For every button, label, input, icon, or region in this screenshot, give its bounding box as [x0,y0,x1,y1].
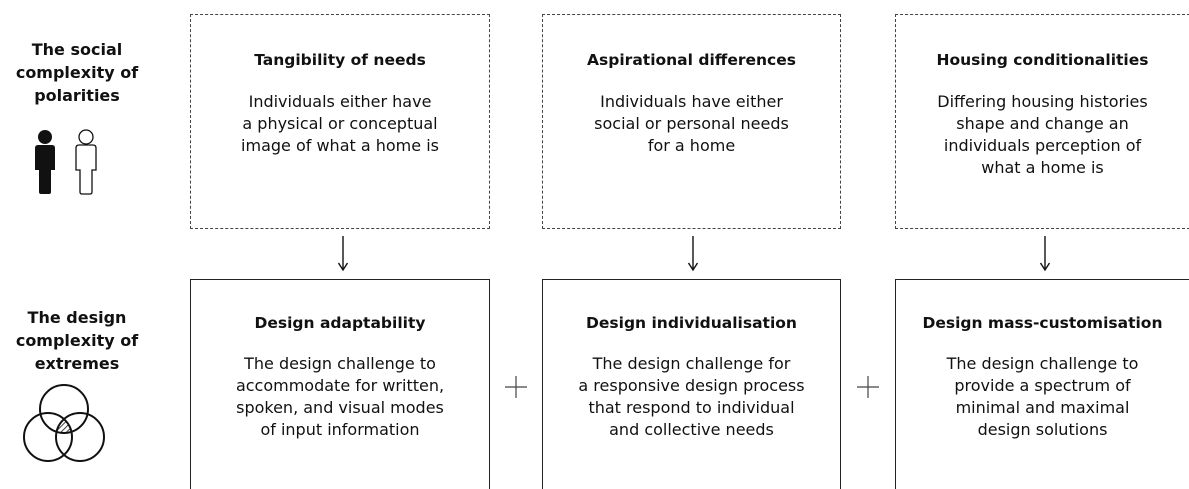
box-body: Differing housing histories shape and ch… [937,92,1148,177]
box-design-individualisation: Design individualisation The design chal… [542,279,841,489]
box-body: Individuals either have a physical or co… [241,92,439,155]
down-arrow-icon [337,236,349,272]
plus-icon [505,376,527,398]
box-body: The design challenge to accommodate for … [235,354,445,439]
row-label-design-complexity: The design complexity of extremes [15,308,139,373]
down-arrow-icon [687,236,699,272]
venn-diagram-icon [23,384,105,462]
box-design-mass-customisation: Design mass-customisation The design cha… [895,279,1189,489]
box-body: The design challenge to provide a spectr… [946,354,1139,439]
row-label-social-complexity: The social complexity of polarities [15,40,139,105]
down-arrow-icon [1039,236,1051,272]
box-title: Housing conditionalities [936,51,1149,69]
plus-icon [857,376,879,398]
box-design-adaptability: Design adaptability The design challenge… [190,279,490,489]
person-polarity-icon [35,129,97,195]
box-title: Design mass-customisation [922,314,1163,332]
box-aspirational-differences: Aspirational differences Individuals hav… [542,14,841,229]
box-housing-conditionalities: Housing conditionalities Differing housi… [895,14,1189,229]
box-tangibility-of-needs: Tangibility of needs Individuals either … [190,14,490,229]
box-body: Individuals have either social or person… [594,92,789,155]
box-title: Design adaptability [254,314,426,332]
box-title: Tangibility of needs [254,51,426,69]
box-title: Aspirational differences [587,51,796,69]
box-title: Design individualisation [586,314,797,332]
box-body: The design challenge for a responsive de… [578,354,805,439]
